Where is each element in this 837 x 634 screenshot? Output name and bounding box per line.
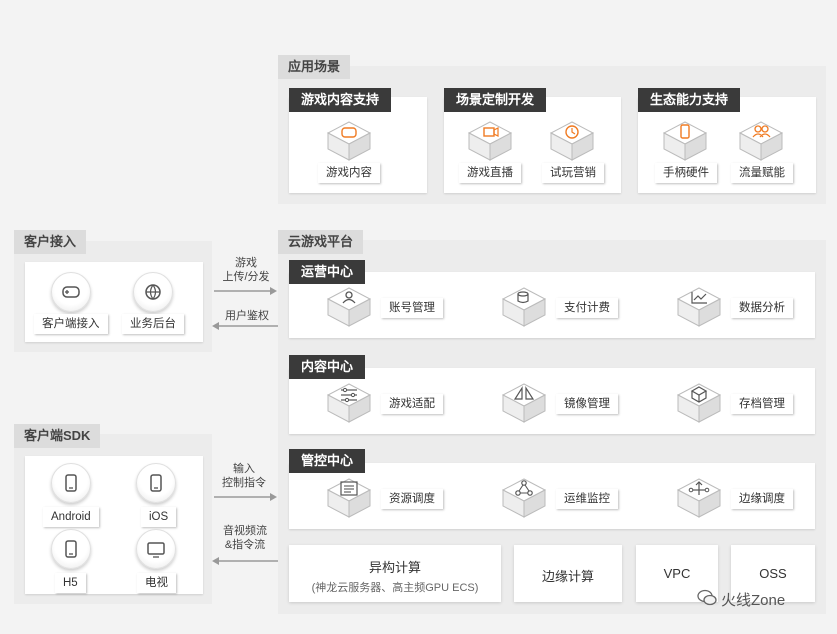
- arrow-label-control: 控制指令: [222, 477, 266, 489]
- ops-center-card: [289, 272, 815, 338]
- center-item-label: 边缘调度: [731, 489, 793, 509]
- client-access-disc: [51, 272, 91, 312]
- resource-list-icon: [326, 478, 372, 518]
- tv-icon: [147, 542, 165, 558]
- phone-icon: [65, 474, 77, 492]
- center-title: 管控中心: [289, 449, 366, 473]
- arrow-label-game: 游戏: [235, 257, 257, 269]
- network-icon: [501, 478, 547, 518]
- phone-icon: [662, 121, 708, 161]
- control-center-card: [289, 463, 815, 529]
- scenario-item-label: 试玩营销: [542, 163, 604, 183]
- edge-scheduling-icon: [676, 478, 722, 518]
- arrow-right-icon: [214, 493, 277, 501]
- center-item-label: 镜像管理: [556, 394, 618, 414]
- business-backend-disc: [133, 272, 173, 312]
- center-item-label: 资源调度: [381, 489, 443, 509]
- business-backend-label: 业务后台: [122, 314, 184, 334]
- tv-disc: [136, 529, 176, 569]
- oss-box: OSS: [731, 545, 815, 602]
- archive-box-icon: [676, 383, 722, 423]
- sdk-label-tv: 电视: [137, 573, 176, 593]
- user-icon: [326, 287, 372, 327]
- scenario-group-title: 游戏内容支持: [289, 88, 392, 112]
- arrow-label-upload: 上传/分发: [222, 271, 270, 283]
- vpc-box: VPC: [636, 545, 718, 602]
- client-sdk-title: 客户端SDK: [14, 424, 101, 448]
- arrow-label-auth: 用户鉴权: [225, 310, 269, 322]
- content-center-card: [289, 368, 815, 434]
- center-title: 内容中心: [289, 355, 366, 379]
- vpc-label: VPC: [663, 566, 691, 581]
- center-item-label: 游戏适配: [381, 394, 443, 414]
- scenario-item-label: 游戏直播: [459, 163, 521, 183]
- edge-compute-box: 边缘计算: [514, 545, 622, 602]
- scenario-item-label: 手柄硬件: [655, 163, 717, 183]
- arrow-label-av: 音视频流: [223, 525, 267, 537]
- client-access-label: 客户端接入: [34, 314, 108, 334]
- ios-disc: [136, 463, 176, 503]
- phone-icon: [150, 474, 162, 492]
- scenario-item-label: 游戏内容: [318, 163, 380, 183]
- phone-icon: [65, 540, 77, 558]
- sdk-label-android: Android: [43, 507, 99, 527]
- live-stream-icon: [467, 121, 513, 161]
- arrow-right-icon: [214, 287, 277, 295]
- arrow-left-icon: [212, 322, 278, 330]
- sliders-icon: [326, 383, 372, 423]
- scenario-item-label: 流量赋能: [731, 163, 793, 183]
- edge-compute-label: 边缘计算: [541, 569, 594, 584]
- center-item-label: 数据分析: [731, 298, 793, 318]
- sdk-label-ios: iOS: [141, 507, 177, 527]
- scenario-group-title: 场景定制开发: [444, 88, 547, 112]
- watermark-text: 火线Zone: [721, 592, 786, 609]
- android-disc: [51, 463, 91, 503]
- trial-marketing-icon: [549, 121, 595, 161]
- sdk-label-h5: H5: [55, 573, 86, 593]
- hetero-compute-subtitle: (神龙云服务器、高主频GPU ECS): [311, 582, 479, 594]
- oss-label: OSS: [759, 566, 787, 581]
- center-item-label: 运维监控: [556, 489, 618, 509]
- center-title: 运营中心: [289, 260, 366, 284]
- hetero-compute-box: 异构计算 (神龙云服务器、高主频GPU ECS): [289, 545, 501, 602]
- mirror-icon: [501, 383, 547, 423]
- center-item-label: 支付计费: [556, 298, 618, 318]
- center-item-label: 存档管理: [731, 394, 793, 414]
- arrow-label-cmd: &指令流: [224, 539, 266, 551]
- gamepad-icon: [326, 121, 372, 161]
- arrow-label-input: 输入: [233, 463, 255, 475]
- scenario-group-title: 生态能力支持: [638, 88, 741, 112]
- wechat-logo-icon: [697, 589, 717, 606]
- globe-icon: [145, 284, 161, 301]
- chart-icon: [676, 287, 722, 327]
- hetero-compute-title: 异构计算: [368, 560, 421, 575]
- h5-disc: [51, 529, 91, 569]
- users-icon: [738, 121, 784, 161]
- billing-icon: [501, 287, 547, 327]
- app-scenarios-title: 应用场景: [278, 55, 351, 79]
- arrow-left-icon: [212, 557, 278, 565]
- client-access-title: 客户接入: [14, 230, 87, 254]
- center-item-label: 账号管理: [381, 298, 443, 318]
- gamepad-icon: [62, 286, 80, 298]
- platform-title: 云游戏平台: [278, 230, 364, 254]
